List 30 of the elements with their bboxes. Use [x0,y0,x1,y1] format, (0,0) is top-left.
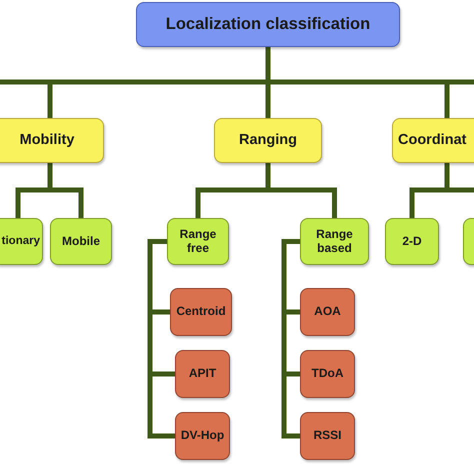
node-label: Coordinat [398,132,466,149]
category-box [392,118,474,163]
node-label: 2-D [402,234,422,248]
node-label: tionary [2,234,40,248]
node-label: AOA [314,305,341,319]
method-box [170,288,232,336]
node-label: Mobile [62,234,100,248]
node-label: DV-Hop [180,429,224,443]
title-box [136,2,400,47]
node-label: Centroid [176,305,226,319]
method-box [300,350,355,398]
subcategory-box [385,218,439,265]
node-label: Ranging [239,132,297,149]
node-label: TDoA [312,367,344,381]
node-label: Range free [178,228,218,256]
node-label: APIT [188,367,216,381]
subcategory-box [167,218,229,265]
subcategory-box [0,218,43,265]
method-box [175,350,230,398]
method-box [300,288,355,336]
node-label: Localization classification [166,15,370,34]
category-box [0,118,104,163]
subcategory-box [300,218,369,265]
subcategory-box [50,218,112,265]
method-box [175,412,230,460]
node-label: Range based [315,228,354,256]
method-box [300,412,355,460]
node-label: RSSI [313,429,342,443]
node-label: Mobility [20,132,74,149]
category-box [214,118,322,163]
